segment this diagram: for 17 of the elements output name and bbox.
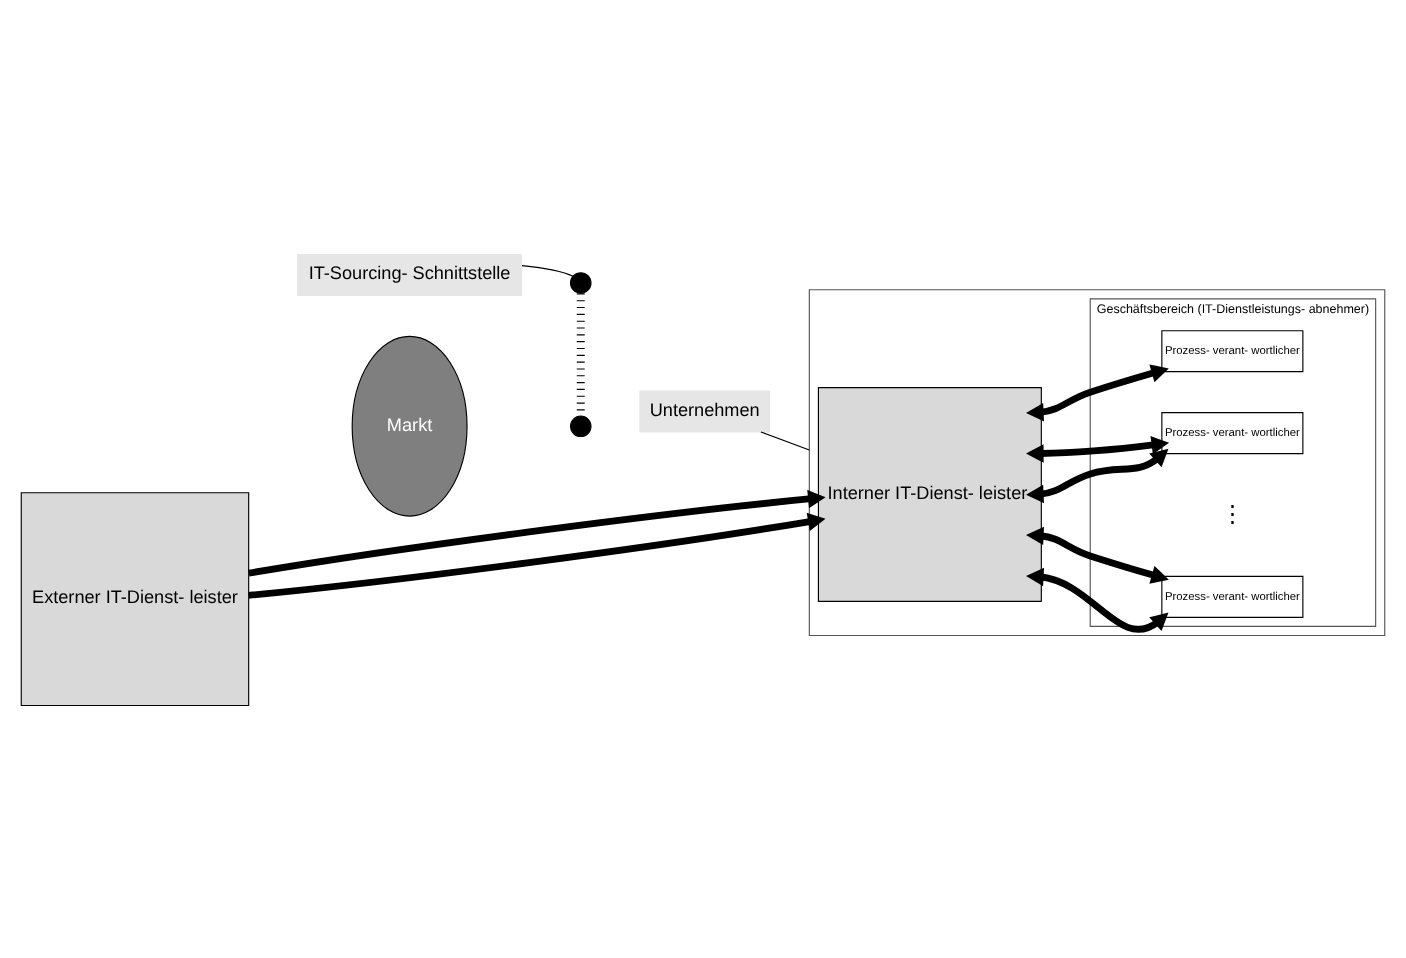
arrow	[1026, 447, 1169, 503]
arrow	[1026, 363, 1169, 421]
arrow	[248, 511, 826, 598]
arrow	[1026, 566, 1169, 632]
node-ellipse: Markt	[351, 334, 468, 516]
node-box: IT-Sourcing- Schnittstelle	[297, 253, 523, 296]
node-box: Externer IT-Dienst- leister	[20, 491, 250, 706]
connector	[576, 292, 585, 415]
connector	[760, 430, 810, 450]
label: ⋮	[1221, 501, 1244, 526]
connector	[521, 264, 574, 276]
arrow	[1026, 434, 1170, 462]
node-circle	[569, 414, 592, 437]
node-circle	[569, 271, 592, 293]
arrow	[1026, 525, 1169, 583]
node-box: Unternehmen	[639, 389, 771, 432]
arrow	[248, 488, 826, 576]
